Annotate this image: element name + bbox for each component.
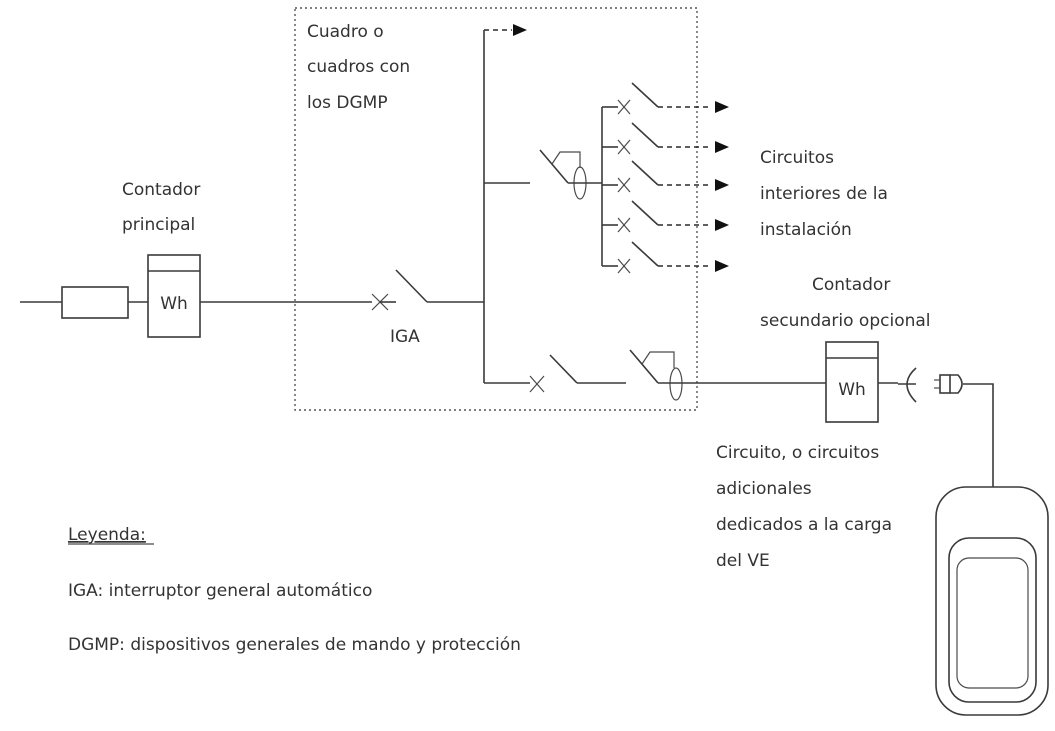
interior-circuits-label-line1: Circuitos (760, 148, 834, 168)
fuse-symbol (61, 286, 129, 319)
interior-circuits-label-line2: interiores de la (760, 184, 888, 204)
interior-circuit-4 (602, 200, 729, 233)
main-meter-label-line2: principal (122, 215, 195, 235)
dgmp-panel-box (294, 7, 698, 411)
iga-breaker (371, 269, 484, 311)
main-meter-unit: Wh (160, 294, 188, 314)
interior-circuit-5 (602, 241, 729, 274)
ev-cable (963, 383, 994, 487)
interior-circuit-2 (602, 122, 729, 155)
panel-label-line1: Cuadro o (307, 22, 384, 42)
spare-output-arrow (513, 24, 527, 36)
panel-label-line3: los DGMP (307, 93, 388, 113)
interior-circuits-label-line3: instalación (760, 220, 852, 240)
legend-item-dgmp: DGMP: dispositivos generales de mando y … (68, 635, 521, 655)
ev-circuit-label-line1: Circuito, o circuitos (716, 443, 879, 463)
secondary-meter: Wh (825, 341, 879, 423)
ev-circuit-label-line2: adicionales (716, 479, 812, 499)
ev-plug-icon (934, 374, 963, 394)
secondary-meter-label-line1: Contador (812, 275, 890, 295)
ev-circuit-branch (484, 354, 626, 393)
secondary-meter-label-line2: secundario opcional (760, 311, 931, 331)
main-meter: Wh (147, 254, 201, 338)
interior-differential (539, 149, 602, 200)
interior-circuit-3 (602, 160, 729, 193)
ev-socket-icon (906, 367, 917, 403)
main-meter-label-line1: Contador (122, 180, 200, 200)
panel-label-line2: cuadros con (307, 57, 410, 77)
legend-item-iga: IGA: interruptor general automático (68, 581, 372, 601)
secondary-meter-unit: Wh (838, 380, 866, 400)
legend: Leyenda: IGA: interruptor general automá… (68, 525, 521, 655)
legend-title: Leyenda: (68, 525, 146, 545)
interior-circuit-1 (602, 82, 729, 115)
electric-vehicle-icon (935, 486, 1049, 716)
ev-differential (629, 349, 683, 401)
iga-label: IGA (390, 327, 420, 347)
ev-circuit-label-line4: del VE (716, 551, 770, 571)
ev-circuit-label-line3: dedicados a la carga (716, 515, 892, 535)
